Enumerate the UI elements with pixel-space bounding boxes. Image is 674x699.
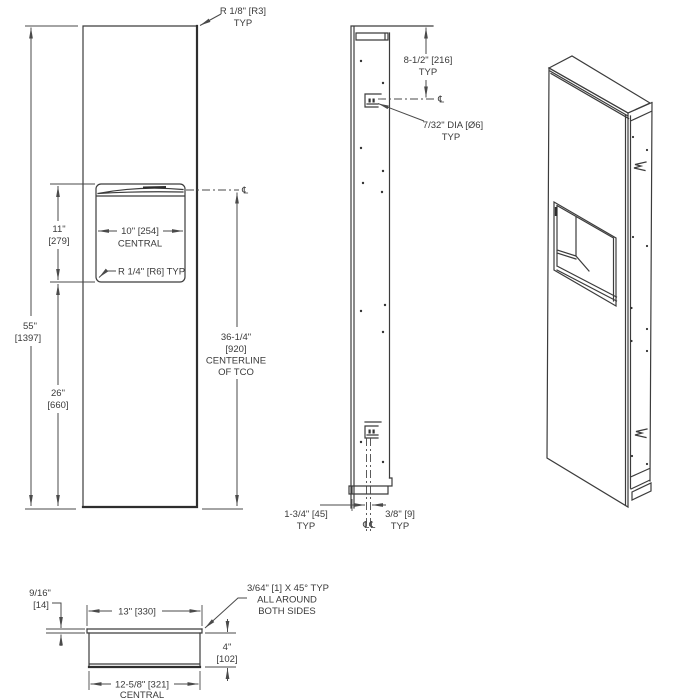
dim-10-central: CENTRAL xyxy=(118,239,162,250)
chamfer-leader xyxy=(204,597,247,629)
lower-slot-centerlines xyxy=(366,438,371,531)
chamfer-note-line2: ALL AROUND xyxy=(257,595,317,606)
dim-85-text: 8-1/2" [216] xyxy=(404,55,453,66)
towel-edge-mark xyxy=(142,186,167,189)
iso-recess-opening xyxy=(553,200,617,308)
upper-mounting-slot xyxy=(364,93,382,108)
bottom-flange xyxy=(348,477,393,495)
dim-13-text: 13" [330] xyxy=(118,607,156,618)
chamfer-note-line1: 3/64" [1] X 45° TYP xyxy=(247,583,329,594)
dim-55-mm: [1397] xyxy=(15,333,41,344)
r14-note: R 1/4" [R6] TYP xyxy=(118,267,185,278)
towel-opening xyxy=(95,183,186,283)
slot-hatch xyxy=(368,429,371,434)
bottom-body-lines xyxy=(88,632,201,668)
isometric-view xyxy=(546,55,653,509)
slot-hatch xyxy=(372,98,375,103)
r18-leader xyxy=(199,13,222,26)
dim-85-typ: TYP xyxy=(419,67,437,78)
dim-38-typ: TYP xyxy=(391,521,409,532)
chamfer-note-line3: BOTH SIDES xyxy=(258,606,316,617)
bottom-extension-lines xyxy=(46,605,236,690)
dim-1258-central: CENTRAL xyxy=(120,690,164,699)
dia732-typ: TYP xyxy=(442,132,460,143)
centerline-symbols-double: ℄℄ xyxy=(362,520,376,531)
dim-11-inches: 11" xyxy=(52,224,65,235)
centerline-symbol: ℄ xyxy=(241,186,249,197)
centerline-symbol: ℄ xyxy=(437,95,445,106)
iso-foot-bracket xyxy=(631,482,652,501)
extension-lines xyxy=(25,25,243,510)
slot-hatch xyxy=(368,98,371,103)
mounting-holes xyxy=(359,59,387,464)
dim-3625-mm: [920] xyxy=(225,344,246,355)
dia732-text: 7/32" DIA [Ø6] xyxy=(423,120,483,131)
side-profile-lines xyxy=(350,25,434,509)
dim-1258-text: 12-5/8" [321] xyxy=(115,680,169,691)
dim-175-text: 1-3/4" [45] xyxy=(284,509,328,520)
dim-11-mm: [279] xyxy=(48,236,69,247)
iso-top-face xyxy=(547,55,652,114)
iso-recess-interior-lines xyxy=(556,204,618,302)
dim-3625-inches: 36-1/4" xyxy=(221,332,251,343)
iso-knockout-tab-lower xyxy=(634,428,648,439)
bottom-section-view: 13" [330] 9/16" [14] 3/64" [1] X 45° TYP… xyxy=(29,583,329,699)
dim-4-inches: 4" xyxy=(223,642,232,653)
towel-sheet-curve xyxy=(97,187,184,195)
iso-front-face xyxy=(546,66,629,509)
dim-26-inches: 26" xyxy=(51,388,65,399)
front-panel-outline-thick xyxy=(81,24,199,509)
top-flange xyxy=(355,32,389,41)
side-view: ℄ 8-1/2" [216] TYP 7/32" DIA [Ø6] TYP 1-… xyxy=(284,25,483,532)
dim-175-typ: TYP xyxy=(297,521,315,532)
dim-916-leader xyxy=(52,602,62,617)
dia732-leader xyxy=(377,103,425,122)
front-view: ℄ 55" [1397] 26" [660] 11" [279] 10" [25… xyxy=(15,6,266,510)
dim-55-inches: 55" xyxy=(23,321,37,332)
lower-mounting-slot xyxy=(364,421,382,439)
iso-top-hem-lines xyxy=(549,70,630,120)
dim-38-text: 3/8" [9] xyxy=(385,509,415,520)
dim-26-mm: [660] xyxy=(47,400,68,411)
bottom-plate-lines xyxy=(86,628,203,634)
dim-3625-note2: OF TCO xyxy=(218,367,254,378)
iso-side-face xyxy=(627,101,653,490)
dim-4-mm: [102] xyxy=(216,654,237,665)
iso-knockout-tab-upper xyxy=(633,161,647,172)
r18-note-line1: R 1/8" [R3] xyxy=(220,6,266,17)
r18-note-line2: TYP xyxy=(234,18,252,29)
dim-916-mm: [14] xyxy=(33,600,49,611)
dim-3625-note1: CENTERLINE xyxy=(206,356,266,367)
front-panel-outline-thin xyxy=(82,25,198,508)
dim-916-inches: 9/16" xyxy=(29,588,51,599)
slot-hatch xyxy=(372,429,375,434)
iso-side-holes xyxy=(630,135,649,466)
r14-leader xyxy=(98,268,116,278)
dim-10-inches: 10" [254] xyxy=(121,226,159,237)
